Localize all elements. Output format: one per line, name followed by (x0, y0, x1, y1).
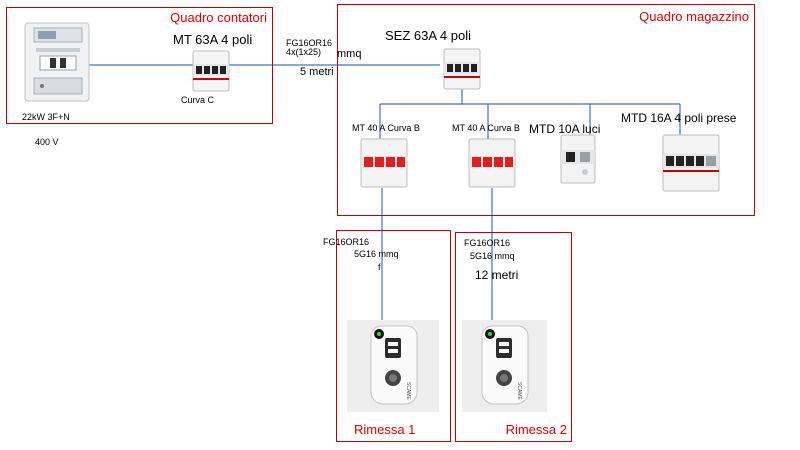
box-title-rimessa1: Rimessa 1 (354, 422, 416, 437)
mt63-title: MT 63A 4 poli (173, 32, 253, 47)
breaker-mtd16-icon (662, 134, 720, 192)
charger-rimessa2: SCAME (462, 320, 547, 412)
box-quadro-magazzino: Quadro magazzino (337, 4, 755, 216)
mt40b-label: MT 40 A Curva B (452, 123, 520, 133)
mtd16-label: MTD 16A 4 poli prese (621, 111, 737, 125)
ev-charger-icon: SCAME (370, 325, 418, 405)
breaker-mt40b-icon (468, 138, 516, 188)
mtd10-label: MTD 10A luci (529, 122, 601, 136)
box-title-rimessa2: Rimessa 2 (505, 422, 567, 437)
meter-voltage-label: 400 V (35, 137, 59, 147)
main-cable-section: 4x(1x25) (286, 47, 322, 57)
breaker-mt63-icon (192, 50, 230, 92)
cable1-type: FG16OR16 (323, 237, 370, 247)
box-rimessa-2: Rimessa 2 (455, 232, 572, 442)
mt40a-label: MT 40 A Curva B (352, 123, 420, 133)
energy-meter-icon (24, 22, 90, 102)
main-cable-type: FG16OR16 (286, 38, 333, 48)
charger-brand: SCAME (405, 382, 411, 400)
sez-title: SEZ 63A 4 poli (385, 28, 471, 43)
meter-power-label: 22kW 3F+N (22, 112, 70, 122)
cable1-extra: f (378, 262, 381, 272)
ev-charger-icon: SCAME (481, 325, 529, 405)
mt63-curve-label: Curva C (181, 95, 215, 105)
charger-brand: SCAME (516, 382, 522, 400)
box-rimessa-1: Rimessa 1 (336, 230, 451, 442)
cable2-section: 5G16 mmq (470, 251, 515, 261)
charger-rimessa1: SCAME (347, 320, 439, 412)
box-title-contatori: Quadro contatori (170, 10, 267, 25)
main-cable-length: 5 metri (300, 66, 334, 78)
breaker-mtd10-icon (560, 134, 596, 184)
cable2-length: 12 metri (475, 268, 519, 282)
box-title-magazzino: Quadro magazzino (639, 9, 749, 24)
breaker-mt40a-icon (360, 138, 408, 188)
main-cable-unit: mmq (337, 48, 362, 60)
switch-sez63-icon (443, 48, 481, 90)
cable1-section: 5G16 mmq (354, 249, 399, 259)
box-quadro-contatori: Quadro contatori (6, 7, 273, 124)
cable2-type: FG16OR16 (464, 238, 511, 248)
